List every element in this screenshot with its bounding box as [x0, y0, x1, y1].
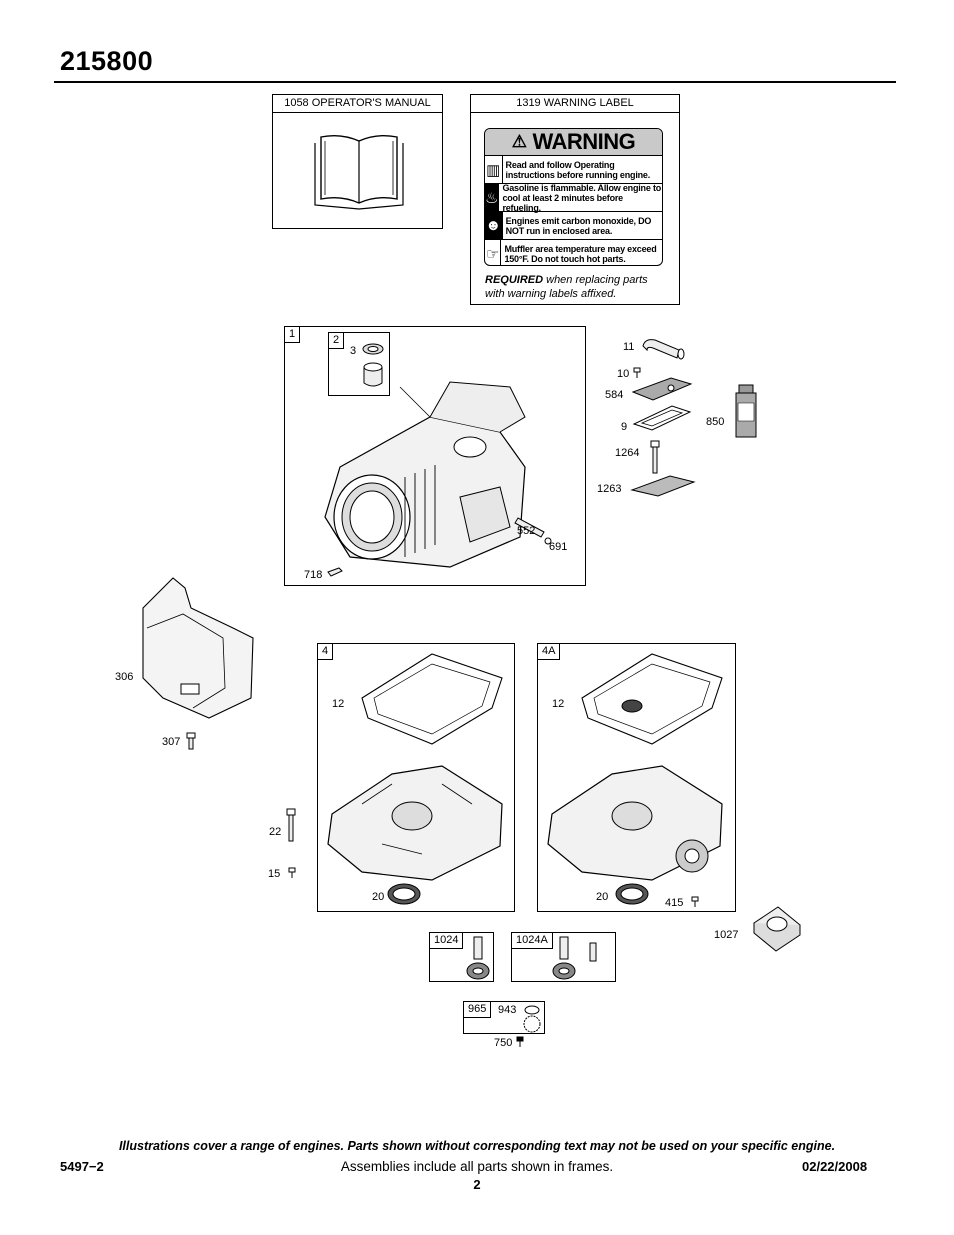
- breather-cover-icon: [631, 376, 693, 402]
- bolt-icon: [285, 808, 297, 842]
- required-bold: REQUIRED: [485, 274, 544, 286]
- assemblies-note: Assemblies include all parts shown in fr…: [340, 1159, 614, 1174]
- manual-icon: ▥: [485, 156, 503, 183]
- warning-triangle-icon: ⚠: [511, 132, 527, 151]
- frame-tab: 4: [317, 643, 334, 660]
- part-label: 12: [332, 698, 345, 710]
- frame-tab: 4A: [537, 643, 561, 660]
- warning-header: ⚠ WARNING: [485, 129, 662, 156]
- page-number: 2: [473, 1177, 481, 1192]
- frame-tab: 2: [328, 332, 345, 349]
- book-icon: [311, 133, 407, 211]
- header-divider: [54, 81, 896, 83]
- disclaimer-text: Illustrations cover a range of engines. …: [118, 1139, 836, 1153]
- part-label: 10: [617, 368, 630, 380]
- gear-shaft-icon: [550, 935, 610, 981]
- part-label: 22: [269, 826, 282, 838]
- bearing-ring-icon: [361, 341, 385, 391]
- screw-icon: [516, 1036, 524, 1048]
- part-label: 850: [706, 416, 725, 428]
- warning-label-caption: 1319 WARNING LABEL: [471, 95, 679, 113]
- gear-a-frame: 1024A: [511, 932, 616, 982]
- part-label: 750: [494, 1037, 513, 1049]
- required-rest: when replacing parts: [543, 274, 648, 286]
- part-label: 584: [605, 389, 624, 401]
- frame-tab: 965: [463, 1001, 492, 1018]
- warning-label-frame: 1319 WARNING LABEL ⚠ WARNING ▥ Read and …: [470, 94, 680, 305]
- part-label: 20: [596, 891, 609, 903]
- air-guide-drawing: [133, 568, 257, 728]
- fire-icon: ♨: [485, 184, 500, 211]
- required-note: REQUIRED when replacing parts with warni…: [485, 273, 648, 301]
- hot-surface-icon: ☞: [485, 240, 502, 265]
- warning-row: ☻ Engines emit carbon monoxide, DO NOT r…: [485, 212, 662, 240]
- frame-tab: 1024A: [511, 932, 553, 949]
- part-label: 9: [621, 421, 628, 433]
- plate-icon: [630, 474, 696, 498]
- document-number: 5497−2: [60, 1159, 104, 1174]
- required-line2: with warning labels affixed.: [485, 288, 617, 300]
- part-label: 307: [162, 736, 181, 748]
- part-label: 1264: [615, 447, 640, 459]
- operators-manual-caption: 1058 OPERATOR'S MANUAL: [273, 95, 442, 113]
- bolt-icon: [649, 440, 661, 474]
- part-label: 718: [304, 569, 323, 581]
- warning-row: ▥ Read and follow Operating instructions…: [485, 156, 662, 184]
- gasket-icon: [632, 404, 692, 432]
- oil-seal-icon: [614, 882, 650, 906]
- warning-row: ♨ Gasoline is flammable. Allow engine to…: [485, 182, 662, 213]
- warning-text: Muffler area temperature may exceed 150°…: [504, 243, 657, 264]
- warning-decal: ⚠ WARNING ▥ Read and follow Operating in…: [484, 128, 663, 266]
- governor-frame: 965 943: [463, 1001, 545, 1034]
- breather-tube-icon: [641, 336, 687, 360]
- part-label: 415: [665, 897, 684, 909]
- page-title: 215800: [60, 46, 154, 76]
- sump-drawing: [542, 754, 732, 884]
- fumes-icon: ☻: [485, 212, 503, 239]
- part-label: 11: [623, 341, 635, 353]
- frame-tab: 1: [284, 326, 301, 343]
- warning-text: Gasoline is flammable. Allow engine to c…: [502, 182, 662, 213]
- screw-icon: [186, 732, 196, 750]
- part-label: 552: [517, 525, 536, 537]
- part-label: 943: [498, 1004, 517, 1016]
- sump-frame: 4 12 20: [317, 643, 515, 912]
- publish-date: 02/22/2008: [802, 1159, 868, 1174]
- part-label: 1263: [597, 483, 622, 495]
- operators-manual-frame: 1058 OPERATOR'S MANUAL: [272, 94, 443, 229]
- sump-gasket-drawing: [352, 648, 508, 748]
- part-label: 20: [372, 891, 385, 903]
- sump-gasket-drawing: [572, 648, 728, 748]
- sump-drawing: [322, 754, 512, 884]
- warning-title: WARNING: [532, 129, 636, 154]
- screw-icon: [633, 367, 641, 379]
- cylinder-block-drawing: [310, 377, 540, 577]
- screw-icon: [288, 867, 296, 879]
- part-label: 15: [268, 868, 281, 880]
- dowel-pin-icon: [513, 515, 553, 545]
- screw-icon: [691, 896, 699, 908]
- oil-seal-icon: [386, 882, 422, 906]
- warning-text: Engines emit carbon monoxide, DO NOT run…: [505, 215, 652, 236]
- gear-frame: 1024: [429, 932, 494, 982]
- part-label: 306: [115, 671, 134, 683]
- gear-shaft-icon: [464, 935, 492, 981]
- oil-filter-icon: [748, 903, 802, 953]
- frame-tab: 1024: [429, 932, 464, 949]
- part-label: 691: [549, 541, 568, 553]
- sealant-tube-icon: [735, 385, 757, 439]
- warning-text: Read and follow Operating instructions b…: [505, 159, 651, 180]
- warning-row: ☞ Muffler area temperature may exceed 15…: [485, 240, 662, 265]
- pin-icon: [327, 567, 343, 577]
- part-label: 1027: [714, 929, 739, 941]
- sump-a-frame: 4A 12 1017 20 415: [537, 643, 736, 912]
- part-label: 12: [552, 698, 565, 710]
- cover-plate-icon: [520, 1004, 544, 1032]
- bearing-subframe: 2 3: [328, 332, 390, 396]
- cylinder-frame: 1 2 3 552 691 718: [284, 326, 586, 586]
- part-label: 3: [350, 345, 357, 357]
